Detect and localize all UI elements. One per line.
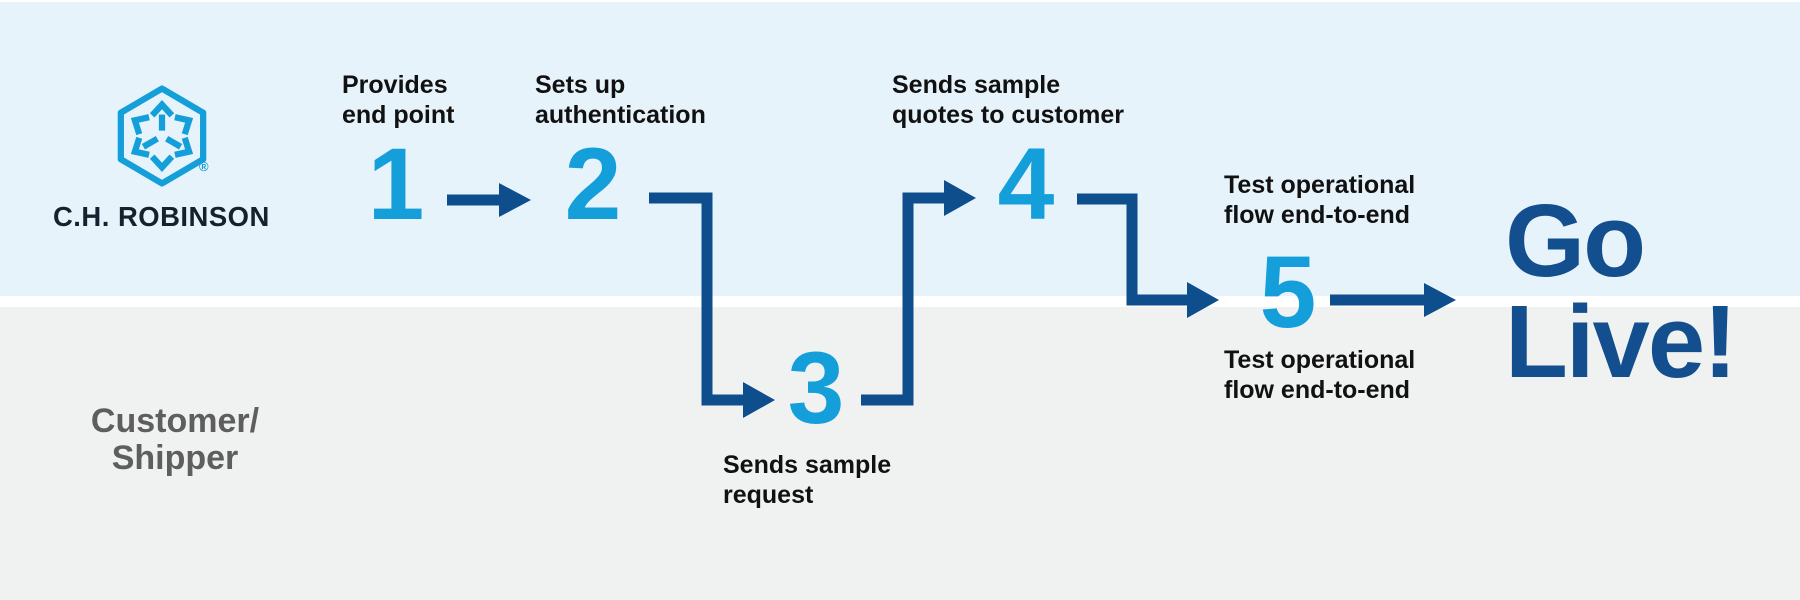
step-1-number: 1	[367, 127, 425, 241]
go-live-text: Go Live!	[1505, 183, 1737, 399]
step-2-label: Sets up authentication	[535, 70, 706, 130]
registered-trademark: ®	[199, 159, 209, 174]
step-5-label-bottom: Test operational flow end-to-end	[1224, 345, 1415, 405]
step-4-label-line1: Sends sample	[892, 71, 1061, 99]
customer-shipper-label: Customer/ Shipper	[40, 403, 310, 477]
customer-shipper-line2: Shipper	[111, 439, 239, 477]
step-4-label-line2: quotes to customer	[892, 101, 1124, 129]
step-2-number: 2	[564, 127, 622, 241]
step-1-label-line2: end point	[342, 101, 455, 129]
customer-shipper-line1: Customer/	[90, 402, 260, 440]
step-5-label-bottom-line2: flow end-to-end	[1224, 376, 1411, 404]
step-2-label-line1: Sets up	[535, 71, 626, 99]
step-4-number: 4	[997, 127, 1055, 241]
customer-lane-background	[0, 307, 1800, 600]
step-3-label-line1: Sends sample	[723, 451, 892, 479]
connector-step4-step5	[1077, 193, 1219, 318]
logo-arrow-lower-right	[165, 135, 194, 158]
chr-wordmark: C.H. ROBINSON	[53, 201, 270, 232]
logo-arrow-up	[149, 100, 175, 131]
step-5-label-top-line2: flow end-to-end	[1224, 201, 1411, 229]
step-3-label: Sends sample request	[723, 450, 891, 510]
chr-logo-icon	[117, 85, 207, 187]
step-5-label-top: Test operational flow end-to-end	[1224, 170, 1415, 230]
logo-chevron-upper-right	[174, 114, 194, 136]
step-3-number: 3	[787, 331, 845, 445]
chr-lane-background	[0, 2, 1800, 296]
step-5-label-bottom-line1: Test operational	[1224, 346, 1416, 374]
step-2-label-line2: authentication	[535, 101, 706, 129]
logo-arrow-lower-left	[130, 135, 159, 158]
connector-step5-golive	[1330, 283, 1456, 317]
go-live-line1: Go	[1505, 183, 1646, 298]
go-live-line2: Live!	[1505, 284, 1737, 399]
logo-chevron-upper-left	[130, 114, 150, 136]
step-5-label-top-line1: Test operational	[1224, 171, 1416, 199]
step-1-label: Provides end point	[342, 70, 454, 130]
step-4-label: Sends sample quotes to customer	[892, 70, 1124, 130]
step-1-label-line1: Provides	[342, 71, 448, 99]
connector-step3-step4	[861, 180, 976, 406]
logo-chevron-down	[149, 154, 175, 172]
step-3-label-line2: request	[723, 481, 814, 509]
connector-step1-step2	[447, 183, 531, 217]
connector-step2-step3	[649, 192, 775, 418]
step-5-number: 5	[1259, 235, 1317, 349]
